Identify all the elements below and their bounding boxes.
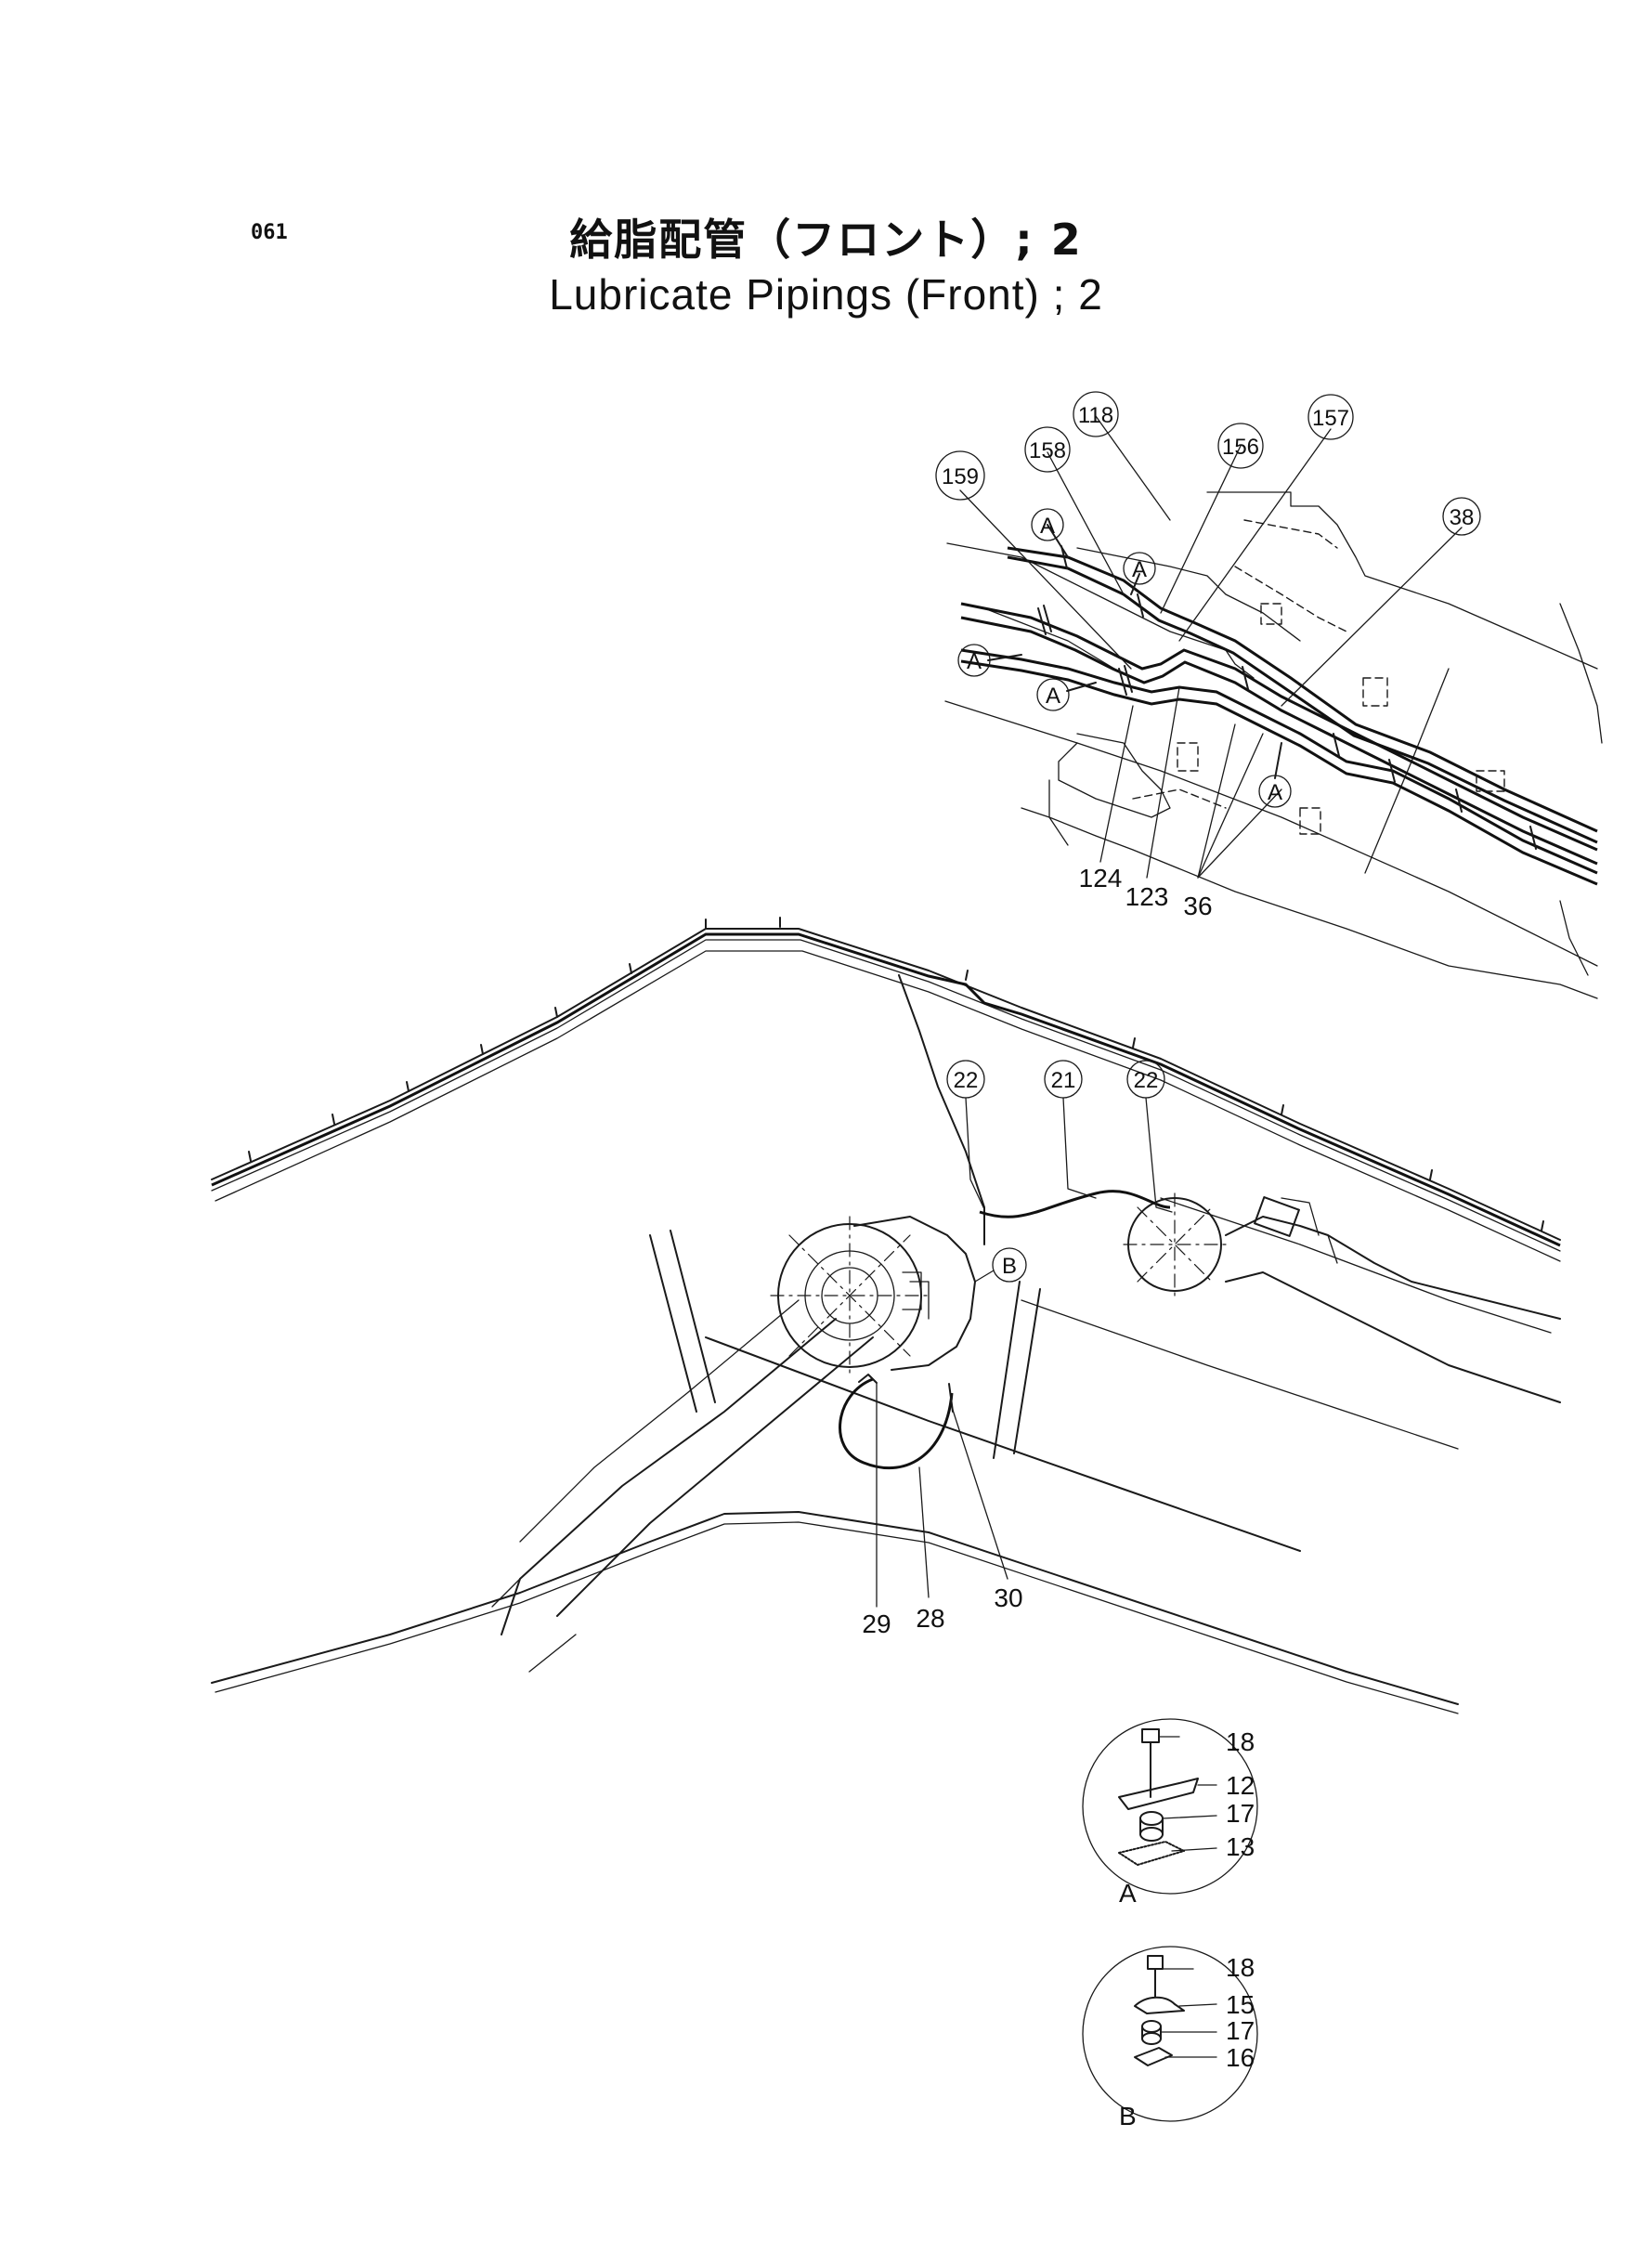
detail-b-label-15: 15 [1226, 1990, 1255, 2019]
callout-b: B [992, 1247, 1027, 1283]
label-29: 29 [862, 1609, 891, 1638]
callout-38: 38 [1442, 497, 1481, 536]
side-view-drawing [211, 917, 1561, 1714]
svg-text:156: 156 [1222, 435, 1259, 460]
detail-a-caption: A [1119, 1879, 1137, 1908]
callout-a-3: A [957, 644, 991, 677]
page-title-english: Lubricate Pipings (Front) ; 2 [549, 270, 1103, 319]
svg-text:22: 22 [1134, 1068, 1159, 1093]
svg-text:157: 157 [1312, 406, 1349, 431]
svg-text:A: A [967, 649, 982, 674]
label-30: 30 [994, 1583, 1022, 1612]
svg-text:159: 159 [942, 464, 979, 489]
svg-text:158: 158 [1029, 438, 1066, 463]
detail-a-label-13: 13 [1226, 1832, 1255, 1861]
svg-text:21: 21 [1051, 1068, 1076, 1093]
label-28: 28 [916, 1604, 944, 1633]
detail-b-label-17: 17 [1226, 2016, 1255, 2045]
svg-text:22: 22 [954, 1068, 979, 1093]
detail-a-label-12: 12 [1226, 1771, 1255, 1800]
callout-158: 158 [1024, 426, 1071, 473]
detail-a: 18 12 17 13 A [1082, 1718, 1258, 1908]
svg-text:38: 38 [1450, 505, 1475, 530]
callout-22-left: 22 [946, 1060, 985, 1099]
detail-a-label-18: 18 [1226, 1727, 1255, 1756]
callout-118: 118 [1073, 391, 1119, 437]
top-view-drawing [944, 415, 1603, 999]
callout-21: 21 [1044, 1060, 1083, 1099]
callout-159: 159 [935, 450, 985, 501]
svg-text:A: A [1268, 780, 1282, 805]
callout-156: 156 [1217, 423, 1264, 469]
label-36: 36 [1183, 892, 1212, 920]
svg-text:118: 118 [1078, 403, 1113, 428]
detail-a-label-17: 17 [1226, 1799, 1255, 1828]
page-title-japanese: 給脂配管（フロント）; 2 [569, 215, 1083, 265]
svg-text:A: A [1040, 514, 1055, 539]
detail-b-label-18: 18 [1226, 1953, 1255, 1982]
top-view-callouts: 118 158 156 157 159 38 A A [0, 0, 1481, 920]
callout-157: 157 [1307, 394, 1354, 440]
label-124: 124 [1079, 864, 1123, 892]
callout-22-right: 22 [1126, 1060, 1165, 1099]
callout-a-5: A [1258, 775, 1292, 808]
callout-a-6: A [0, 0, 7, 6]
callout-a-1: A [1031, 508, 1064, 541]
label-123: 123 [1125, 882, 1169, 911]
svg-text:A: A [1046, 684, 1060, 709]
callout-a-4: A [1036, 678, 1070, 711]
detail-b-label-16: 16 [1226, 2043, 1255, 2072]
side-view-callouts: 22 21 22 B 29 28 30 [862, 1060, 1165, 1638]
page-number: 061 [251, 221, 288, 244]
svg-text:B: B [1002, 1254, 1017, 1279]
callout-a-2: A [1123, 552, 1156, 585]
svg-text:A: A [1132, 557, 1147, 582]
detail-b: 18 15 17 16 B [1082, 1946, 1258, 2130]
detail-b-caption: B [1119, 2102, 1137, 2130]
